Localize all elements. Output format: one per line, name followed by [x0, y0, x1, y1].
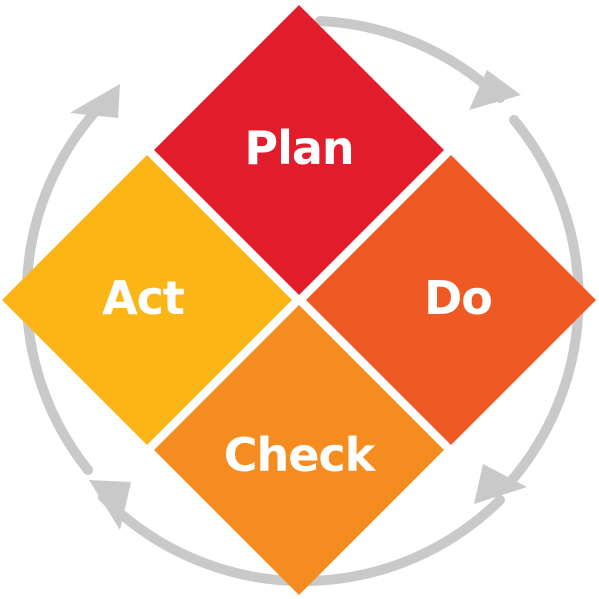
cycle-arrowhead-top-right — [469, 70, 521, 110]
phase-do-label: Do — [424, 271, 492, 325]
phase-plan-label: Plan — [244, 121, 353, 175]
phase-plan: Plan — [154, 5, 444, 295]
phase-do: Do — [306, 155, 596, 445]
phase-act-label: Act — [102, 271, 184, 325]
phase-check: Check — [154, 305, 444, 595]
phase-do-diamond — [306, 155, 596, 445]
phase-check-label: Check — [224, 428, 377, 482]
phase-act-diamond — [2, 155, 292, 445]
phase-act: Act — [2, 155, 292, 445]
phase-check-diamond — [154, 305, 444, 595]
cycle-arrowhead-bottom-left — [89, 480, 131, 530]
phase-plan-diamond — [154, 5, 444, 295]
cycle-arrowhead-top-left — [70, 84, 120, 118]
cycle-arrowhead-bottom-right — [474, 464, 527, 504]
cycle-arc-top-right — [315, 16, 505, 103]
